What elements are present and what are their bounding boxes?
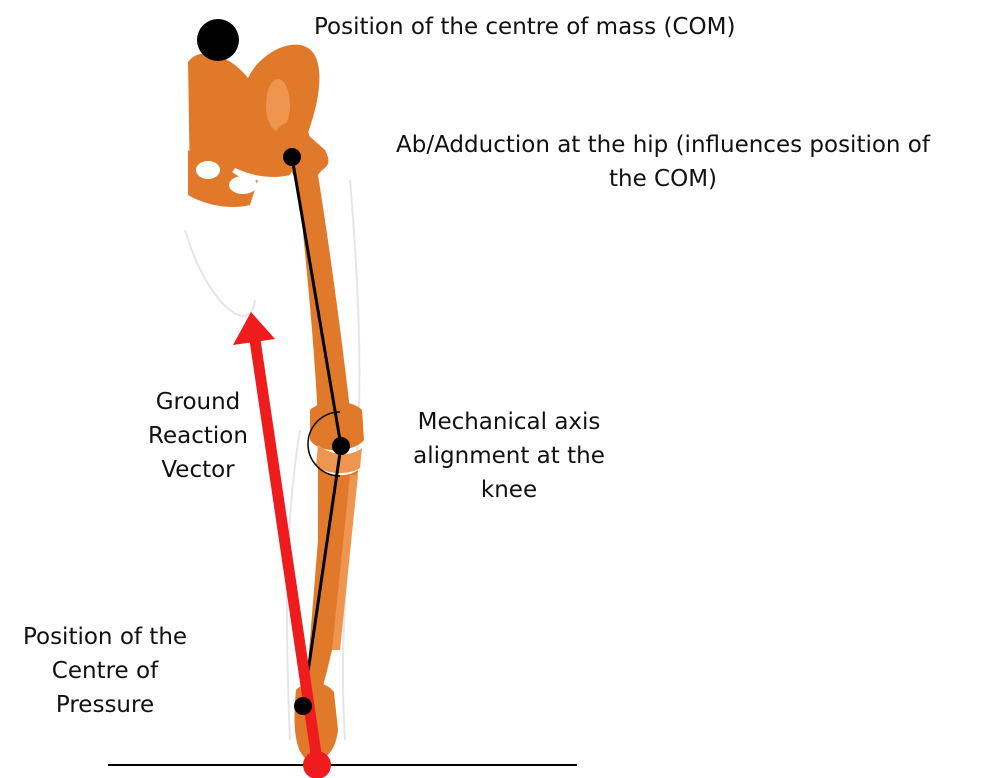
knee-label-line: knee — [394, 473, 624, 507]
cop-label-line: Position of the — [0, 620, 210, 654]
com-label: Position of the centre of mass (COM) — [314, 10, 735, 44]
knee-label-line: alignment at the — [394, 439, 624, 473]
hip-label-line: Ab/Adduction at the hip (influences posi… — [352, 128, 974, 162]
ground-reaction-label-line: Ground — [118, 385, 278, 419]
ground-reaction-label-line: Reaction — [118, 419, 278, 453]
hip-label-line: the COM) — [352, 162, 974, 196]
ground-reaction-label-line: Vector — [118, 453, 278, 487]
hip-joint-marker — [283, 148, 301, 166]
knee-label-line: Mechanical axis — [394, 405, 624, 439]
cop-marker — [303, 751, 331, 778]
ground-reaction-label: Ground Reaction Vector — [118, 385, 278, 487]
cop-label: Position of the Centre of Pressure — [0, 620, 210, 722]
ground-reaction-vector — [233, 312, 317, 760]
com-marker — [197, 19, 239, 61]
cop-label-line: Pressure — [0, 688, 210, 722]
ankle-joint-marker — [294, 697, 312, 715]
knee-joint-marker — [332, 437, 350, 455]
hip-label: Ab/Adduction at the hip (influences posi… — [352, 128, 974, 196]
com-label-line: Position of the centre of mass (COM) — [314, 10, 735, 44]
cop-label-line: Centre of — [0, 654, 210, 688]
knee-label: Mechanical axis alignment at the knee — [394, 405, 624, 507]
